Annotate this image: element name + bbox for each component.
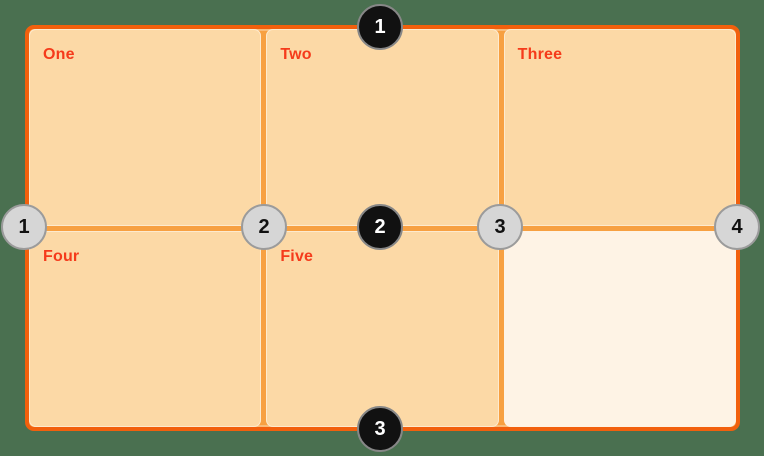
column-line-badge-number: 1	[18, 215, 30, 238]
row-line-badge-1: 1	[357, 4, 403, 50]
column-line-badge-number: 3	[494, 215, 506, 238]
column-line-badge-3: 3	[477, 204, 523, 250]
row-line-badge-number: 1	[374, 15, 386, 38]
grid-cell-empty	[503, 230, 736, 427]
column-line-badge-2: 2	[241, 204, 287, 250]
column-line-badge-number: 2	[258, 215, 270, 238]
column-line-badge-4: 4	[714, 204, 760, 250]
row-line-badge-number: 3	[374, 417, 386, 440]
grid-cell-label: Two	[280, 46, 312, 63]
grid-cell-label: Three	[517, 46, 563, 63]
grid-cell-two: Two	[266, 29, 499, 226]
column-line-badge-1: 1	[1, 204, 47, 250]
grid-cell-label: Five	[280, 247, 314, 265]
column-line-badge-number: 4	[731, 215, 743, 238]
grid-cell-four: Four	[29, 230, 262, 427]
row-line-badge-3: 3	[357, 406, 403, 452]
grid-cell-label: One	[43, 46, 75, 63]
grid-cell-five: Five	[266, 230, 499, 427]
row-line-badge-number: 2	[374, 215, 386, 238]
grid-container: One Two Three Four Five	[25, 25, 740, 431]
row-line-badge-2: 2	[357, 204, 403, 250]
grid-cell-label: Four	[43, 247, 80, 265]
grid-cell-one: One	[29, 29, 262, 226]
grid-cell-three: Three	[503, 29, 736, 226]
